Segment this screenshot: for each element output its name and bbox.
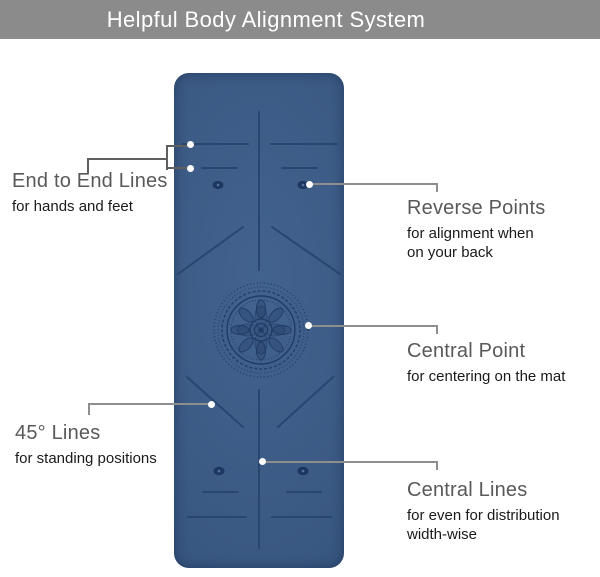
annotation-subtitle: for centering on the mat xyxy=(407,368,566,385)
leader-tick xyxy=(87,158,89,173)
leader-line xyxy=(166,145,188,147)
annotation-subtitle: for even for distribution width-wise xyxy=(407,507,560,543)
annotation-title: Central Point xyxy=(407,340,526,362)
diagonal-45-line xyxy=(277,376,334,428)
header-bar: Helpful Body Alignment System xyxy=(0,0,600,39)
leader-tick xyxy=(436,183,438,192)
annotation-subtitle: for standing positions xyxy=(15,450,157,467)
leader-line xyxy=(311,325,438,327)
reverse-point-marker xyxy=(297,181,309,189)
diagonal-45-line xyxy=(177,226,244,275)
leader-tick xyxy=(88,403,90,415)
yoga-mat xyxy=(174,73,344,568)
leader-line xyxy=(88,403,209,405)
leader-tick xyxy=(436,461,438,470)
marker-dot-end-to-end-2 xyxy=(187,165,194,172)
marker-dot-reverse-points xyxy=(306,181,313,188)
annotation-subtitle: for hands and feet xyxy=(12,198,133,215)
annotation-subtitle: for alignment when on your back xyxy=(407,225,534,261)
leader-bracket xyxy=(166,145,168,170)
marker-dot-45-lines xyxy=(208,401,215,408)
logo-marker xyxy=(213,466,225,476)
annotation-reverse-points: Reverse Points for alignment when on you… xyxy=(407,197,597,262)
leader-line xyxy=(166,167,188,169)
marker-dot-central-lines xyxy=(259,458,266,465)
page-title: Helpful Body Alignment System xyxy=(106,6,426,32)
annotation-title: 45° Lines xyxy=(15,422,101,444)
reverse-point-marker xyxy=(212,181,224,189)
annotation-title: Central Lines xyxy=(407,479,528,501)
marker-dot-end-to-end-1 xyxy=(187,141,194,148)
diagonal-45-line xyxy=(271,226,341,275)
annotation-title: Reverse Points xyxy=(407,197,546,219)
annotation-title: End to End Lines xyxy=(12,170,168,192)
annotation-end-to-end-lines: End to End Lines for hands and feet xyxy=(12,170,192,216)
leader-line xyxy=(265,461,438,463)
annotation-45-degree-lines: 45° Lines for standing positions xyxy=(15,422,195,468)
leader-line xyxy=(87,158,168,160)
marker-dot-central-point xyxy=(305,322,312,329)
leader-tick xyxy=(436,325,438,334)
mandala-graphic xyxy=(213,282,309,378)
diagonal-45-line xyxy=(186,376,244,428)
annotation-central-lines: Central Lines for even for distribution … xyxy=(407,479,599,544)
mat-markings-svg xyxy=(177,111,341,549)
annotation-central-point: Central Point for centering on the mat xyxy=(407,340,599,386)
logo-marker xyxy=(297,466,309,476)
leader-line xyxy=(312,183,438,185)
